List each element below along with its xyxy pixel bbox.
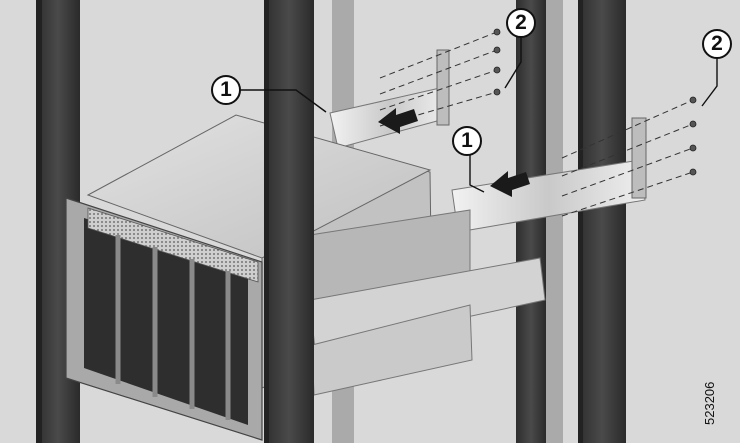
leader-lines — [236, 37, 718, 193]
screw — [493, 46, 501, 54]
chassis-top — [86, 114, 432, 259]
screw — [689, 168, 697, 176]
callout-2-right: 2 — [702, 29, 732, 59]
screw — [493, 66, 501, 74]
screws — [493, 28, 697, 176]
lower-rear-rail — [451, 117, 647, 233]
screw — [493, 88, 501, 96]
callout-1-upper: 1 — [211, 75, 241, 105]
screw-alignment-lines — [379, 31, 694, 217]
slide-arrows — [378, 108, 530, 197]
arrow-lower — [490, 171, 530, 197]
chassis-front — [65, 197, 263, 441]
callout-2-upper: 2 — [506, 8, 536, 38]
rack-post-front-center — [264, 0, 314, 443]
slot-dividers — [115, 235, 231, 420]
screw — [493, 28, 501, 36]
rear-post-right — [543, 0, 563, 443]
figure-id: 523206 — [702, 381, 717, 425]
arrow-upper — [378, 108, 418, 134]
screw — [689, 96, 697, 104]
screw — [689, 120, 697, 128]
screw — [689, 144, 697, 152]
rack-post-right-b — [578, 0, 626, 443]
callout-1-lower: 1 — [452, 126, 482, 156]
